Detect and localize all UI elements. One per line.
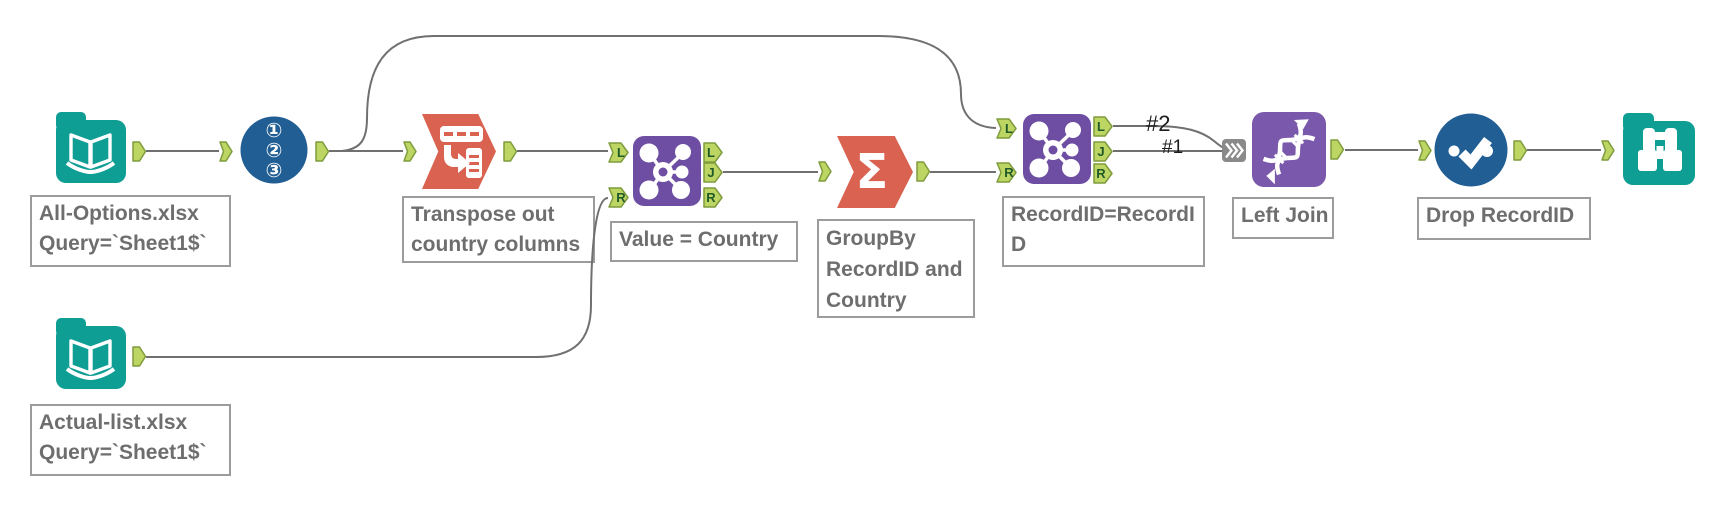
- label-line: D: [1011, 233, 1027, 256]
- connection-label-2: #2: [1146, 111, 1171, 136]
- anchor-letter: L: [1097, 119, 1105, 134]
- join-icon: [633, 136, 701, 206]
- label-line: Drop RecordID: [1426, 204, 1575, 227]
- label-line: Query=`Sheet1$`: [39, 232, 207, 255]
- output-anchor[interactable]: [916, 161, 931, 182]
- input-anchor[interactable]: [818, 161, 832, 182]
- label-line: Country: [826, 289, 907, 312]
- join-record-input-anchor-R[interactable]: [996, 162, 1017, 183]
- dna-icon: [1252, 112, 1326, 187]
- input-anchor[interactable]: [219, 141, 233, 162]
- join-value-output-anchor-L[interactable]: [703, 142, 723, 163]
- anchor-letter: L: [707, 145, 715, 160]
- chevrons-icon: [1222, 139, 1246, 162]
- tool-transpose[interactable]: [422, 114, 496, 189]
- output-anchor[interactable]: [132, 346, 147, 367]
- label-line: All-Options.xlsx: [39, 202, 199, 225]
- label-line: Actual-list.xlsx: [39, 411, 188, 434]
- join-icon: [1023, 114, 1091, 184]
- select-check-icon: [1434, 113, 1508, 187]
- join-record-output-anchor-R[interactable]: [1093, 163, 1113, 184]
- label-line: Value = Country: [619, 228, 779, 251]
- join-value-output-anchor-J[interactable]: [703, 162, 723, 183]
- join-record-input-anchor-L[interactable]: [996, 118, 1017, 139]
- record-id-icon: [240, 116, 308, 184]
- digit-two-icon: ②: [265, 138, 283, 162]
- anchor-letter: R: [1096, 166, 1106, 181]
- tool-join-record[interactable]: [1023, 114, 1091, 184]
- label-line: RecordID and: [826, 258, 963, 281]
- tool-label-join-record: RecordID=RecordI D: [1002, 196, 1205, 267]
- tool-label-input-all-options: All-Options.xlsx Query=`Sheet1$`: [30, 195, 231, 267]
- label-line: Query=`Sheet1$`: [39, 441, 207, 464]
- tool-input-data-all-options[interactable]: [55, 111, 127, 184]
- digit-one-icon: ①: [265, 118, 283, 142]
- output-anchor[interactable]: [1330, 139, 1345, 160]
- tool-label-input-actual-list: Actual-list.xlsx Query=`Sheet1$`: [30, 404, 231, 476]
- tool-label-join-multiple: Left Join: [1232, 197, 1334, 239]
- input-anchor[interactable]: [403, 141, 417, 162]
- label-line: country columns: [411, 233, 581, 256]
- tool-label-summarize: GroupBy RecordID and Country: [817, 219, 975, 318]
- tool-label-select: Drop RecordID: [1417, 197, 1591, 240]
- binoculars-icon: [1623, 113, 1695, 185]
- sigma-icon: Σ: [855, 144, 889, 200]
- anchor-letter: L: [1005, 121, 1013, 136]
- tool-browse[interactable]: [1622, 112, 1696, 187]
- anchor-letter: R: [616, 190, 626, 205]
- tool-select[interactable]: [1434, 113, 1508, 187]
- label-line: GroupBy: [826, 227, 916, 250]
- input-anchor[interactable]: [1601, 140, 1615, 161]
- anchor-letter: R: [1004, 165, 1014, 180]
- join-multiple-input-anchor[interactable]: [1222, 139, 1246, 162]
- tool-join-value[interactable]: [633, 136, 701, 206]
- anchor-letter: J: [707, 165, 714, 180]
- transpose-icon: [440, 126, 483, 178]
- input-data-icon: [56, 112, 126, 183]
- tool-summarize[interactable]: Σ: [837, 136, 913, 208]
- join-record-output-anchor-J[interactable]: [1093, 141, 1113, 162]
- anchor-letter: R: [706, 190, 716, 205]
- output-anchor[interactable]: [315, 141, 330, 162]
- label-line: Left Join: [1241, 204, 1329, 227]
- label-line: RecordID=RecordI: [1011, 203, 1195, 226]
- tool-join-multiple[interactable]: [1252, 112, 1326, 187]
- output-anchor[interactable]: [132, 141, 147, 162]
- record-id-digits: ① ② ③: [240, 120, 308, 180]
- tool-label-transpose: Transpose out country columns: [402, 196, 595, 263]
- output-anchor[interactable]: [1513, 140, 1528, 161]
- join-record-output-anchor-L[interactable]: [1093, 116, 1113, 137]
- join-value-input-anchor-L[interactable]: [608, 142, 629, 163]
- tool-label-join-value: Value = Country: [610, 221, 798, 262]
- join-value-input-anchor-R[interactable]: [608, 187, 629, 208]
- label-line: Transpose out: [411, 203, 555, 226]
- connection-label-1: #1: [1162, 137, 1184, 158]
- input-anchor[interactable]: [1418, 140, 1432, 161]
- output-anchor[interactable]: [503, 141, 518, 162]
- anchor-letter: J: [1097, 144, 1104, 159]
- tool-input-data-actual-list[interactable]: [55, 317, 127, 390]
- tool-record-id[interactable]: ① ② ③: [240, 116, 308, 184]
- join-value-output-anchor-R[interactable]: [703, 187, 723, 208]
- anchor-letter: L: [617, 145, 625, 160]
- input-data-icon: [56, 318, 126, 389]
- digit-three-icon: ③: [265, 158, 283, 182]
